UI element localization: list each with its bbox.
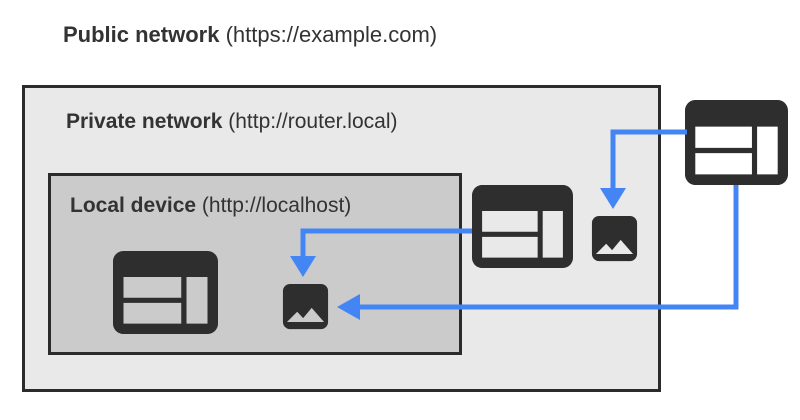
image-icon	[277, 278, 334, 335]
private-network-label-url: (http://router.local)	[222, 110, 398, 133]
public-network-label-url: (https://example.com)	[219, 22, 438, 47]
public-network-label-bold: Public network	[63, 22, 220, 47]
public-network-label: Public network (https://example.com)	[63, 22, 437, 48]
local-device-label-url: (http://localhost)	[196, 194, 352, 217]
image-icon	[586, 210, 643, 267]
private-network-label-bold: Private network	[66, 110, 223, 133]
local-device-label-bold: Local device	[70, 194, 197, 217]
local-device-box: Local device (http://localhost)	[48, 173, 462, 355]
local-device-label: Local device (http://localhost)	[70, 194, 351, 218]
browser-window-icon	[685, 100, 788, 185]
browser-window-icon	[472, 185, 573, 268]
browser-window-icon	[113, 251, 218, 334]
private-network-label: Private network (http://router.local)	[66, 110, 397, 134]
